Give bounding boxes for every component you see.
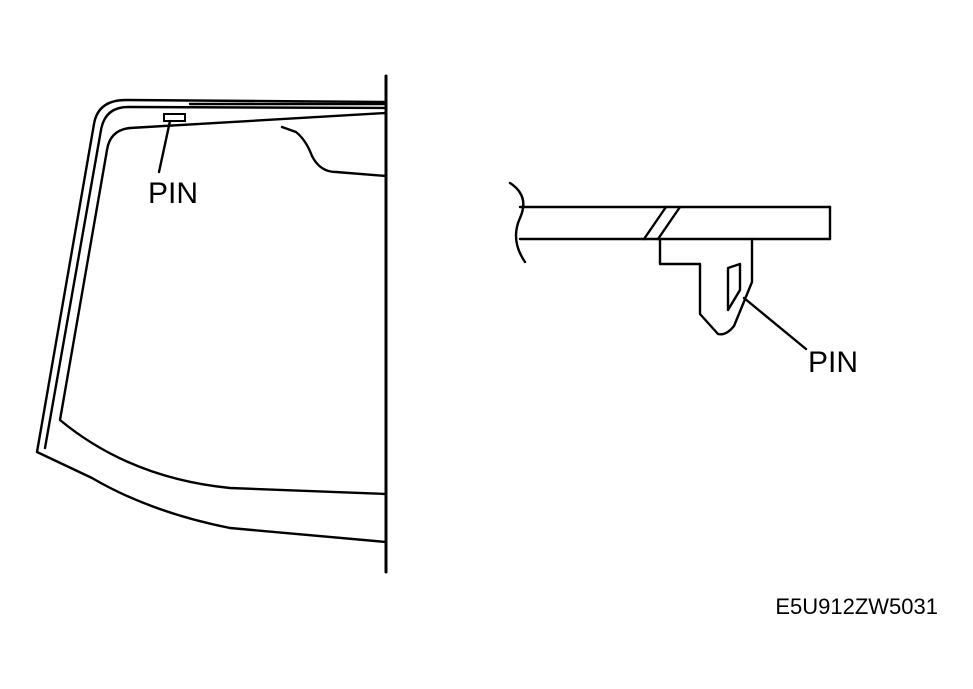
section-break-line: [508, 181, 527, 264]
pin-section-view: PIN: [508, 181, 858, 379]
figure-code: E5U912ZW5031: [775, 594, 938, 619]
windshield-molding-edge: [43, 105, 388, 450]
pin-body-outline: [658, 237, 754, 336]
pin-marker: [163, 113, 186, 122]
mirror-mount-outline: [280, 125, 388, 178]
windshield-view: PIN: [35, 74, 388, 574]
windshield-pin-label: PIN: [148, 177, 198, 210]
pin-leader-line: [157, 119, 172, 174]
hatch-mark-1: [642, 205, 668, 241]
hatch-mark-2: [656, 205, 682, 241]
windshield-outer-edge: [35, 98, 388, 544]
section-pin-label: PIN: [808, 346, 858, 379]
pin-clip-slot: [726, 262, 742, 312]
windshield-inner-border: [58, 111, 388, 496]
section-pin-leader-line: [742, 296, 808, 351]
